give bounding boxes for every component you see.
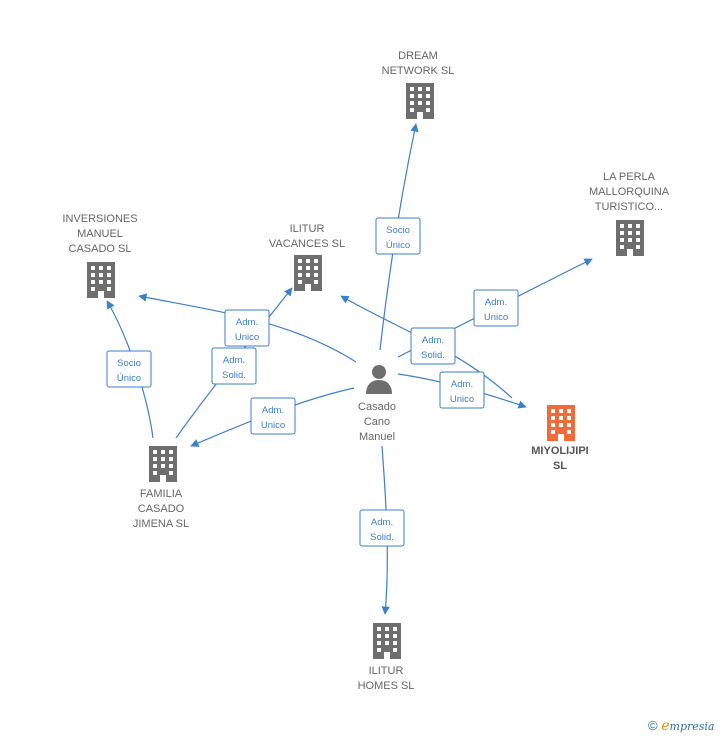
brand-logo-text: mpresia — [669, 720, 715, 733]
edge-label-e-familia[interactable]: Adm. Unico — [250, 397, 296, 435]
node-label-ilitur_vac: VACANCES SL — [269, 238, 345, 250]
node-dream[interactable]: DREAM NETWORK SL — [382, 50, 455, 119]
node-label-person: Casado — [358, 401, 396, 413]
edge-label-box — [473, 289, 519, 327]
edge-label-text: Socio — [117, 358, 141, 369]
node-label-person: Manuel — [359, 431, 395, 443]
node-laperla[interactable]: LA PERLA MALLORQUINA TURISTICO... — [589, 171, 670, 256]
edge-label-box — [250, 397, 296, 435]
node-label-miyolijipi: MIYOLIJIPI — [531, 445, 588, 457]
edge-label-box — [439, 371, 485, 409]
edge-label-text: Único — [386, 240, 410, 251]
node-inversiones[interactable]: INVERSIONES MANUEL CASADO SL — [62, 213, 138, 298]
edge-label-text: Solid. — [421, 350, 445, 361]
node-label-laperla: MALLORQUINA — [589, 186, 670, 198]
node-label-inversiones: CASADO SL — [69, 243, 132, 255]
node-label-ilitur_homes: HOMES SL — [358, 680, 415, 692]
node-label-person: Cano — [364, 416, 390, 428]
edge-label-text: Solid. — [370, 532, 394, 543]
edge-label-text: Adm. — [236, 317, 258, 328]
edge-label-text: Adm. — [262, 405, 284, 416]
node-label-inversiones: MANUEL — [77, 228, 123, 240]
node-label-ilitur_vac: ILITUR — [290, 223, 325, 235]
node-ilitur_homes[interactable]: ILITUR HOMES SL — [358, 623, 415, 692]
edge-label-text: Único — [117, 373, 141, 384]
edge-label-text: Adm. — [422, 335, 444, 346]
node-label-familia: JIMENA SL — [133, 518, 189, 530]
edge-label-text: Adm. — [371, 517, 393, 528]
building-icon — [294, 255, 322, 291]
node-label-familia: FAMILIA — [140, 488, 183, 500]
edge-label-box — [375, 217, 421, 255]
person-icon — [366, 365, 392, 394]
node-label-miyolijipi: SL — [553, 460, 567, 472]
edge-label-text: Adm. — [223, 355, 245, 366]
edge-label-text: Solid. — [222, 370, 246, 381]
node-label-familia: CASADO — [138, 503, 185, 515]
edge-label-box — [211, 347, 257, 385]
building-icon — [87, 262, 115, 298]
edge-label-text: Unico — [235, 332, 259, 343]
edge-label-box — [410, 327, 456, 365]
node-ilitur_vac[interactable]: ILITUR VACANCES SL — [269, 223, 345, 291]
edge-label-box — [359, 509, 405, 547]
edge-label-e-fam-vac[interactable]: Adm. Solid. — [211, 347, 257, 385]
node-label-ilitur_homes: ILITUR — [369, 665, 404, 677]
edge-label-box — [106, 350, 152, 388]
edge-label-e-homes[interactable]: Adm. Solid. — [359, 509, 405, 547]
node-familia[interactable]: FAMILIA CASADO JIMENA SL — [133, 446, 189, 530]
building-icon — [406, 83, 434, 119]
building-icon — [373, 623, 401, 659]
edge-label-text: Unico — [484, 312, 508, 323]
building-icon — [149, 446, 177, 482]
copyright-symbol: © — [648, 718, 658, 733]
node-label-dream: DREAM — [398, 50, 438, 62]
edge-label-e-iliturvac[interactable]: Adm. Solid. — [410, 327, 456, 365]
edge-label-text: Unico — [261, 420, 285, 431]
edge-label-text: Unico — [450, 394, 474, 405]
edge-label-box — [224, 309, 270, 347]
node-miyolijipi[interactable]: MIYOLIJIPI SL — [531, 405, 589, 472]
edge-label-e-laperla[interactable]: Adm. Unico — [473, 289, 519, 327]
building-icon — [616, 220, 644, 256]
edge-label-text: Socio — [386, 225, 410, 236]
edge-label-text: Adm. — [451, 379, 473, 390]
node-label-dream: NETWORK SL — [382, 65, 455, 77]
edge-label-e-miyo[interactable]: Adm. Unico — [439, 371, 485, 409]
node-label-inversiones: INVERSIONES — [62, 213, 137, 225]
node-label-laperla: LA PERLA — [603, 171, 656, 183]
edge-label-text: Adm. — [485, 297, 507, 308]
footer-credit: © empresia — [648, 718, 714, 734]
building-icon — [547, 405, 575, 441]
node-label-laperla: TURISTICO... — [595, 201, 663, 213]
edge-label-e-inversiones[interactable]: Adm. Unico — [224, 309, 270, 347]
brand-logo-initial: e — [661, 718, 670, 734]
